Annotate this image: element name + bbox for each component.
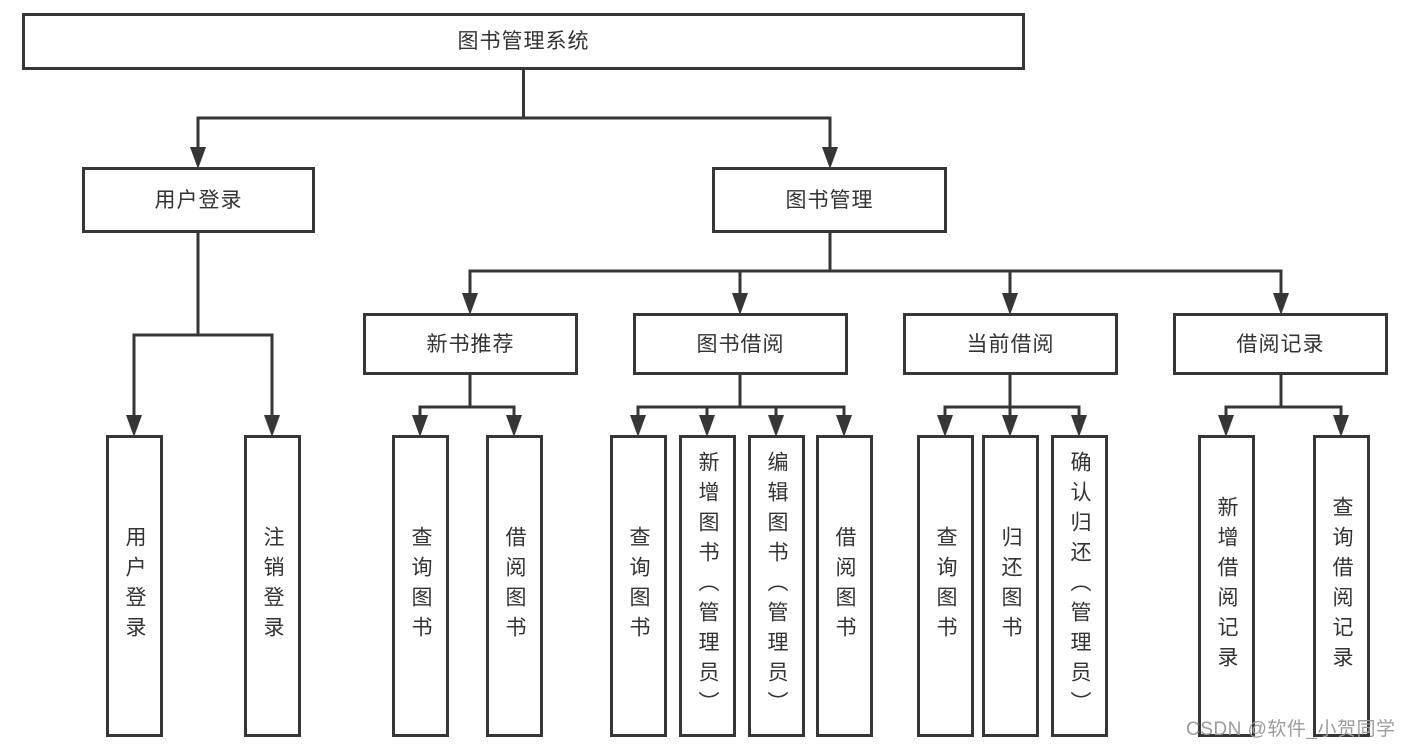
node-borrow-record: 借阅记录 (1173, 313, 1388, 375)
node-leaf-edit-book-admin: 编辑图书（管理员） (748, 435, 805, 737)
node-label: 当前借阅 (966, 332, 1055, 356)
node-leaf-borrow-book-recommend: 借阅图书 (486, 435, 543, 737)
node-label: 归还图书 (999, 526, 1022, 646)
node-leaf-query-book-recommend: 查询图书 (392, 435, 449, 737)
node-leaf-add-book-admin: 新增图书（管理员） (679, 435, 736, 737)
node-book-management: 图书管理 (712, 167, 947, 233)
node-user-login: 用户登录 (82, 167, 315, 233)
node-label: 查询图书 (409, 526, 432, 646)
node-leaf-user-login: 用户登录 (106, 435, 163, 737)
node-label: 新增图书（管理员） (696, 451, 719, 721)
node-label: 用户登录 (123, 526, 146, 646)
node-leaf-query-book-current: 查询图书 (917, 435, 974, 737)
node-leaf-add-borrow-record: 新增借阅记录 (1198, 435, 1255, 737)
node-label: 借阅记录 (1236, 332, 1325, 356)
node-label: 确认归还（管理员） (1068, 451, 1091, 721)
node-label: 图书借阅 (696, 332, 785, 356)
node-label: 新增借阅记录 (1215, 496, 1238, 676)
node-label: 编辑图书（管理员） (765, 451, 788, 721)
node-label: 图书管理系统 (457, 30, 590, 53)
node-label: 用户登录 (154, 188, 243, 212)
node-label: 查询图书 (934, 526, 957, 646)
csdn-watermark: CSDN @软件_小贺同学 (1186, 719, 1396, 740)
node-label: 借阅图书 (503, 526, 526, 646)
node-label: 新书推荐 (426, 332, 515, 356)
node-leaf-query-book-borrow: 查询图书 (610, 435, 667, 737)
node-label: 借阅图书 (833, 526, 856, 646)
node-current-borrow: 当前借阅 (903, 313, 1118, 375)
node-leaf-confirm-return-admin: 确认归还（管理员） (1051, 435, 1108, 737)
node-leaf-return-book: 归还图书 (982, 435, 1039, 737)
node-leaf-logout: 注销登录 (244, 435, 301, 737)
node-new-book-recommend: 新书推荐 (363, 313, 578, 375)
node-library-management-system: 图书管理系统 (22, 13, 1025, 70)
arrowhead-icons (126, 147, 1349, 437)
node-leaf-borrow-book: 借阅图书 (816, 435, 873, 737)
node-label: 查询借阅记录 (1330, 496, 1353, 676)
node-label: 查询图书 (627, 526, 650, 646)
node-label: 图书管理 (785, 188, 874, 212)
node-book-borrow: 图书借阅 (633, 313, 848, 375)
node-label: 注销登录 (261, 526, 284, 646)
node-leaf-query-borrow-record: 查询借阅记录 (1313, 435, 1370, 737)
